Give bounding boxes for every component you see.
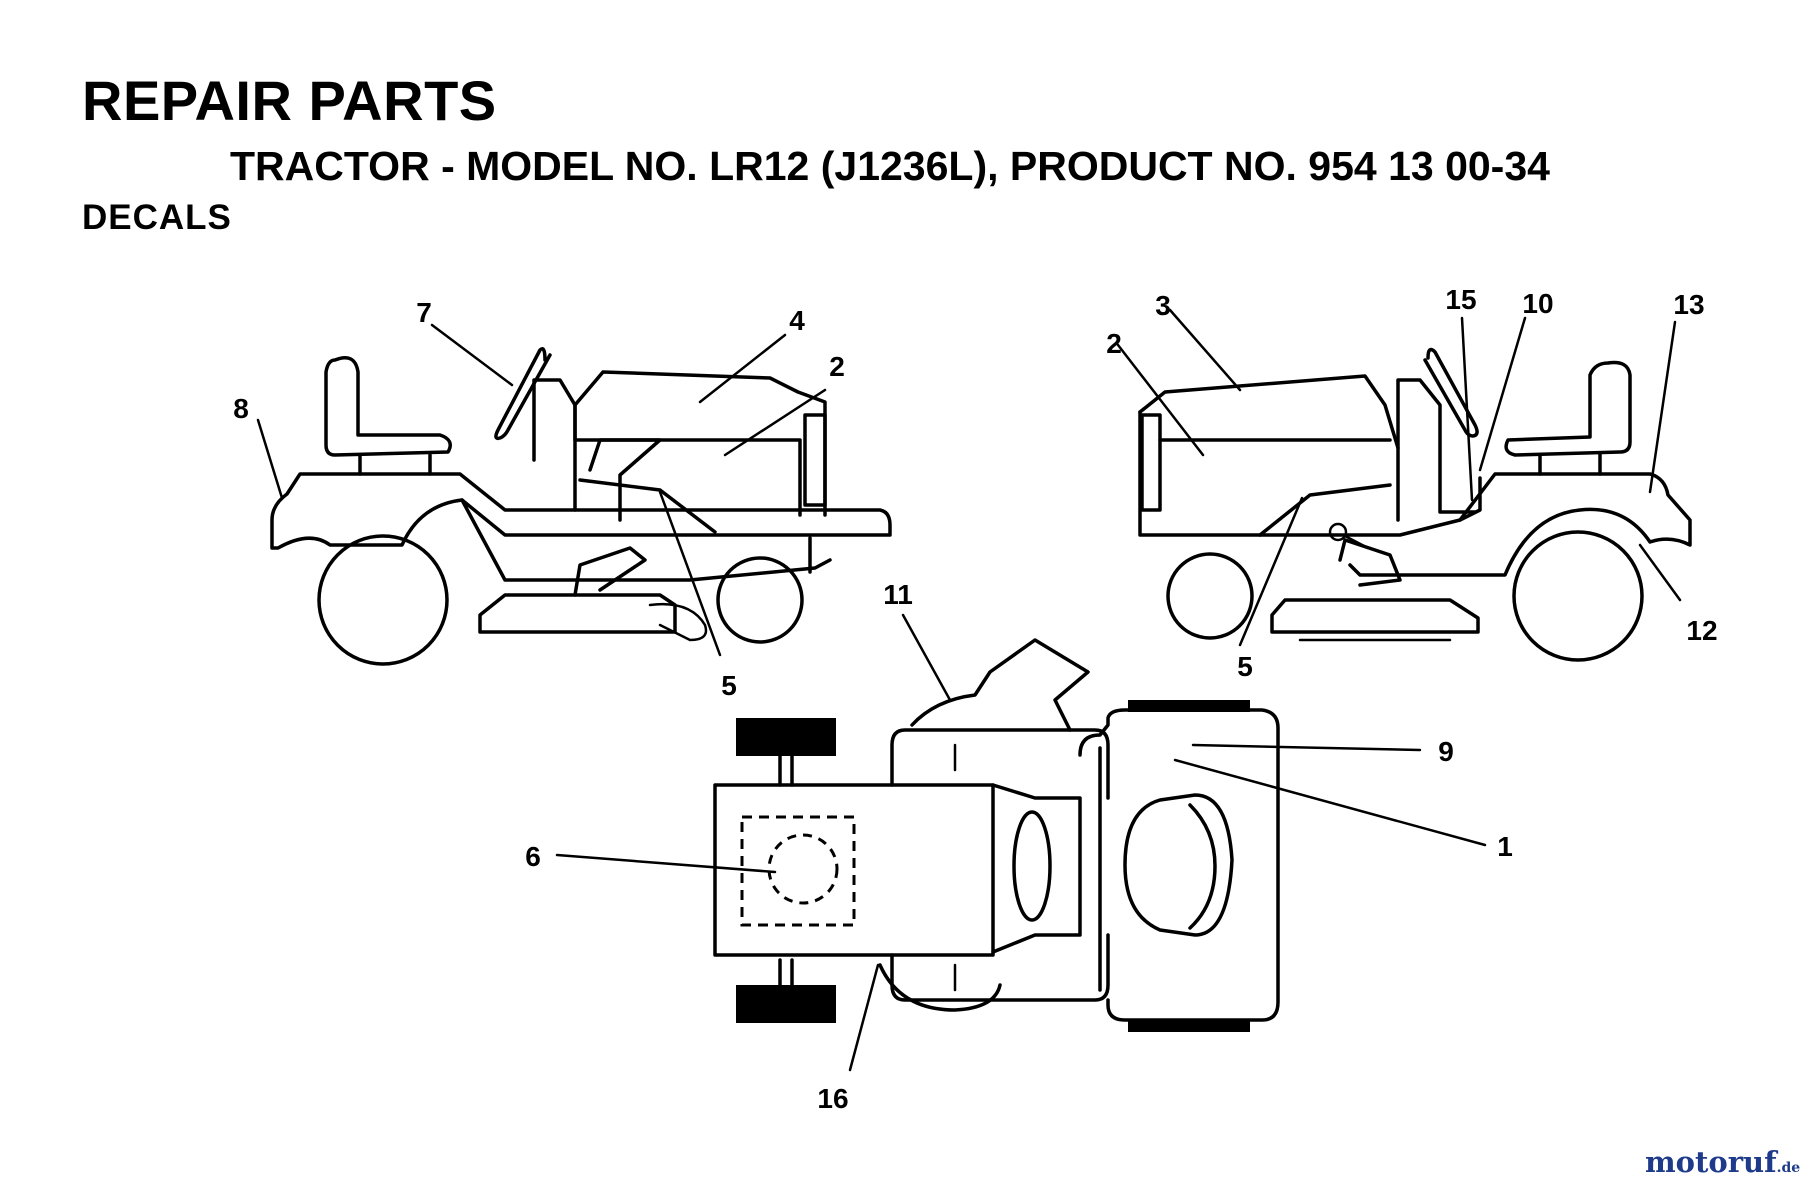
- hood-top: [713, 783, 995, 957]
- callout-6: 6: [525, 841, 541, 872]
- page-title: REPAIR PARTS: [82, 69, 497, 132]
- leader-6: [555, 853, 777, 874]
- steering-wheel: [494, 347, 552, 441]
- callout-10: 10: [1522, 288, 1553, 319]
- seat-back-top: [1188, 803, 1217, 930]
- leader-2-left: [723, 388, 827, 457]
- discharge-chute-top: [910, 638, 1090, 732]
- hood-side: [573, 370, 827, 522]
- tractor-top-view: [713, 638, 1280, 1032]
- leader-11: [901, 613, 952, 702]
- front-wheel: [1166, 552, 1254, 640]
- callout-15: 15: [1445, 284, 1476, 315]
- callout-12: 12: [1686, 615, 1717, 646]
- leader-7: [430, 323, 514, 387]
- cowl: [991, 783, 1082, 954]
- front-right-tire: [736, 985, 836, 1023]
- callout-2-left: 2: [829, 351, 845, 382]
- hood-lower: [1138, 410, 1482, 537]
- leader-3: [1168, 308, 1242, 392]
- tractor-right-side-view: [1138, 347, 1692, 662]
- leader-lines: [256, 308, 1682, 1072]
- mower-deck: [478, 593, 677, 634]
- callout-5-left: 5: [721, 670, 737, 701]
- callout-8: 8: [233, 393, 249, 424]
- leader-4: [698, 333, 787, 404]
- discharge-chute: [648, 603, 708, 642]
- leader-2-right: [1116, 343, 1205, 457]
- leader-5-left: [658, 490, 722, 657]
- watermark-text: motoruf: [1645, 1145, 1779, 1179]
- leader-9: [1191, 743, 1422, 752]
- steering-wheel: [1423, 347, 1479, 438]
- rear-wheel: [1512, 530, 1644, 662]
- hood-lower: [588, 438, 802, 517]
- hood-side: [1138, 374, 1400, 522]
- frame-rail: [460, 498, 832, 582]
- tractor-left-side-view: [270, 347, 892, 666]
- leader-8: [256, 418, 284, 500]
- rear-fender: [1348, 472, 1692, 577]
- hood-decal-outline: [740, 815, 856, 927]
- seat-post: [1538, 453, 1602, 476]
- leader-16: [848, 963, 880, 1072]
- grille: [803, 413, 827, 507]
- leader-15: [1460, 316, 1474, 502]
- hood-decal-line: [578, 478, 717, 534]
- front-axle: [778, 754, 794, 987]
- rear-wheel: [317, 534, 449, 666]
- rear-left-tire: [1128, 700, 1250, 712]
- callout-9: 9: [1438, 736, 1454, 767]
- grille: [1140, 413, 1162, 512]
- callout-13: 13: [1673, 289, 1704, 320]
- callout-3: 3: [1155, 290, 1171, 321]
- front-left-tire: [736, 718, 836, 756]
- callout-16: 16: [817, 1083, 848, 1114]
- steering-wheel-top: [1012, 810, 1052, 922]
- leader-12: [1638, 543, 1682, 602]
- key-switch: [1328, 522, 1348, 542]
- callout-4: 4: [789, 305, 805, 336]
- deck-lift-pedal: [1338, 538, 1402, 587]
- key-switch-lever: [1343, 534, 1370, 550]
- chute-deflector: [878, 963, 1002, 1012]
- model-subtitle: TRACTOR - MODEL NO. LR12 (J1236L), PRODU…: [230, 143, 1550, 189]
- steering-column: [532, 378, 577, 512]
- hood-decal-circle: [767, 833, 839, 905]
- steering-column: [1396, 378, 1477, 514]
- watermark-suffix: .de: [1777, 1160, 1800, 1176]
- leader-1: [1173, 758, 1487, 847]
- leader-10: [1478, 316, 1527, 472]
- seat-top: [1123, 793, 1234, 937]
- section-heading: DECALS: [82, 198, 232, 237]
- watermark-logo: motoruf.de: [1645, 1145, 1800, 1179]
- callout-2-right: 2: [1106, 328, 1122, 359]
- front-wheel: [716, 556, 804, 644]
- leader-13: [1648, 320, 1677, 494]
- callout-1: 1: [1497, 831, 1513, 862]
- seat: [1504, 360, 1632, 457]
- seat: [324, 356, 452, 457]
- callout-7: 7: [416, 297, 432, 328]
- mower-deck-top: [890, 728, 1110, 1002]
- rear-right-tire: [1128, 1020, 1250, 1032]
- leader-5-right: [1238, 496, 1304, 647]
- hood-decal-line: [1258, 483, 1392, 537]
- callout-numbers: 7 8 4 2 5 3 2 15 10 13 12 5 11 9 1 6 16: [233, 284, 1717, 1114]
- callout-11: 11: [883, 579, 913, 610]
- seat-post: [358, 453, 432, 476]
- mower-deck: [1270, 598, 1480, 634]
- callout-5-right: 5: [1237, 651, 1253, 682]
- deck-lift-pedal: [573, 546, 647, 597]
- rear-body-top: [1078, 708, 1280, 1022]
